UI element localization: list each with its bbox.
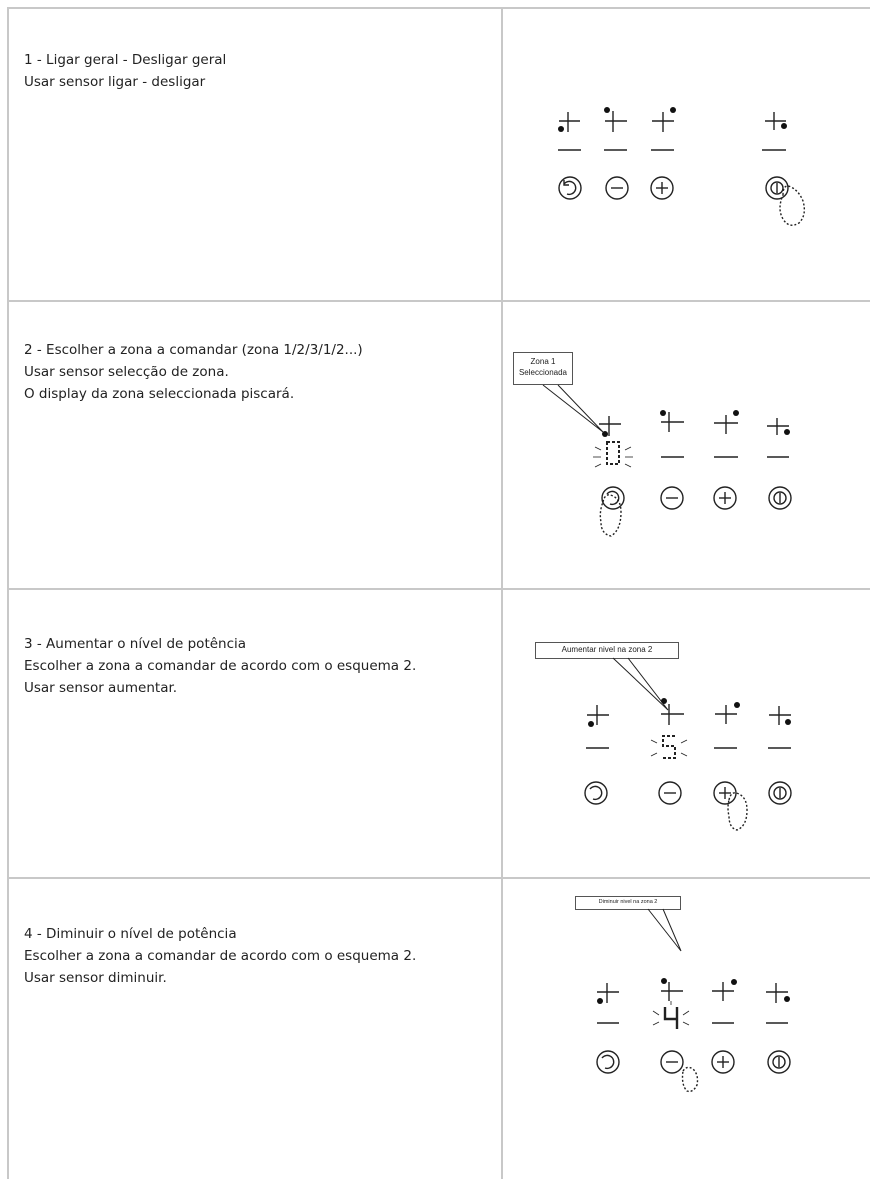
zone-top-left-icon bbox=[605, 111, 627, 132]
zone-select-icon bbox=[601, 486, 625, 510]
zone-top-right-icon bbox=[652, 112, 674, 132]
control-panel-diagram-2: Zona 1 Seleccionada bbox=[503, 302, 870, 592]
control-panel-diagram-4: Diminuir nivel na zona 2 bbox=[503, 879, 870, 1169]
power-icon bbox=[767, 1050, 791, 1074]
zone-bottom-left-icon bbox=[599, 416, 621, 436]
instruction-line: 2 - Escolher a zona a comandar (zona 1/2… bbox=[24, 342, 363, 358]
zone-top-right-icon bbox=[712, 982, 734, 1001]
instruction-line: Usar sensor selecção de zona. bbox=[24, 364, 229, 380]
instruction-line: 1 - Ligar geral - Desligar geral bbox=[24, 52, 227, 68]
instruction-1: 1 - Ligar geral - Desligar geral Usar se… bbox=[24, 49, 494, 93]
zone-bottom-right-icon bbox=[767, 418, 789, 435]
instruction-line: O display da zona seleccionada piscará. bbox=[24, 386, 295, 402]
table-top-border bbox=[7, 7, 870, 9]
instruction-line: Escolher a zona a comandar de acordo com… bbox=[24, 948, 417, 964]
minus-icon bbox=[605, 176, 629, 200]
instruction-4: 4 - Diminuir o nível de potência Escolhe… bbox=[24, 923, 494, 989]
blinking-display bbox=[662, 735, 676, 759]
zone-bottom-right-icon bbox=[765, 112, 786, 130]
finger-pointer-icon bbox=[599, 494, 622, 537]
zone-bottom-left-icon bbox=[597, 983, 619, 1003]
callout-label: Zona 1 Seleccionada bbox=[513, 352, 573, 385]
zone-top-right-icon bbox=[715, 705, 737, 724]
zone-top-right-icon bbox=[714, 415, 738, 434]
table-left-border bbox=[7, 7, 9, 1179]
finger-pointer-icon bbox=[727, 792, 748, 831]
instruction-line: 4 - Diminuir o nível de potência bbox=[24, 926, 237, 942]
power-icon bbox=[765, 176, 789, 200]
callout-label: Diminuir nivel na zona 2 bbox=[575, 896, 681, 910]
callout-label: Aumentar nivel na zona 2 bbox=[535, 642, 679, 659]
zone-select-icon bbox=[584, 781, 608, 805]
table-column-divider bbox=[501, 7, 503, 1179]
zone-select-icon bbox=[596, 1050, 620, 1074]
instruction-line: Escolher a zona a comandar de acordo com… bbox=[24, 658, 417, 674]
instruction-line: 3 - Aumentar o nível de potência bbox=[24, 636, 247, 652]
instruction-2: 2 - Escolher a zona a comandar (zona 1/2… bbox=[24, 339, 494, 405]
blink-rays bbox=[652, 1001, 690, 1026]
power-icon bbox=[768, 781, 792, 805]
row-divider bbox=[7, 877, 870, 879]
minus-icon bbox=[660, 486, 684, 510]
minus-icon bbox=[658, 781, 682, 805]
blink-rays bbox=[650, 739, 688, 757]
plus-icon bbox=[711, 1050, 735, 1074]
instruction-line: Usar sensor ligar - desligar bbox=[24, 74, 206, 90]
instruction-3: 3 - Aumentar o nível de potência Escolhe… bbox=[24, 633, 494, 699]
blink-rays bbox=[593, 446, 633, 468]
finger-pointer-icon bbox=[779, 185, 806, 226]
zone-select-icon bbox=[558, 176, 582, 200]
control-panel-diagram-3: Aumentar nivel na zona 2 bbox=[503, 590, 870, 880]
row-divider bbox=[7, 300, 870, 302]
zone-bottom-right-icon bbox=[766, 983, 788, 1003]
zone-bottom-left-icon bbox=[587, 705, 609, 725]
row-divider bbox=[7, 588, 870, 590]
instruction-line: Usar sensor aumentar. bbox=[24, 680, 178, 696]
zone-top-left-icon bbox=[661, 982, 683, 1001]
minus-icon bbox=[660, 1050, 684, 1074]
control-panel-diagram-1 bbox=[503, 9, 870, 299]
plus-icon bbox=[713, 486, 737, 510]
power-icon bbox=[768, 486, 792, 510]
plus-icon bbox=[713, 781, 737, 805]
instruction-line: Usar sensor diminuir. bbox=[24, 970, 167, 986]
zone-bottom-left-icon bbox=[559, 112, 580, 132]
zone-bottom-right-icon bbox=[769, 706, 791, 725]
finger-pointer-icon bbox=[681, 1066, 699, 1093]
blinking-display bbox=[663, 1007, 679, 1029]
zone-top-left-icon bbox=[661, 412, 684, 432]
blinking-display bbox=[606, 441, 620, 465]
plus-icon bbox=[650, 176, 674, 200]
zone-top-left-icon bbox=[661, 704, 684, 725]
